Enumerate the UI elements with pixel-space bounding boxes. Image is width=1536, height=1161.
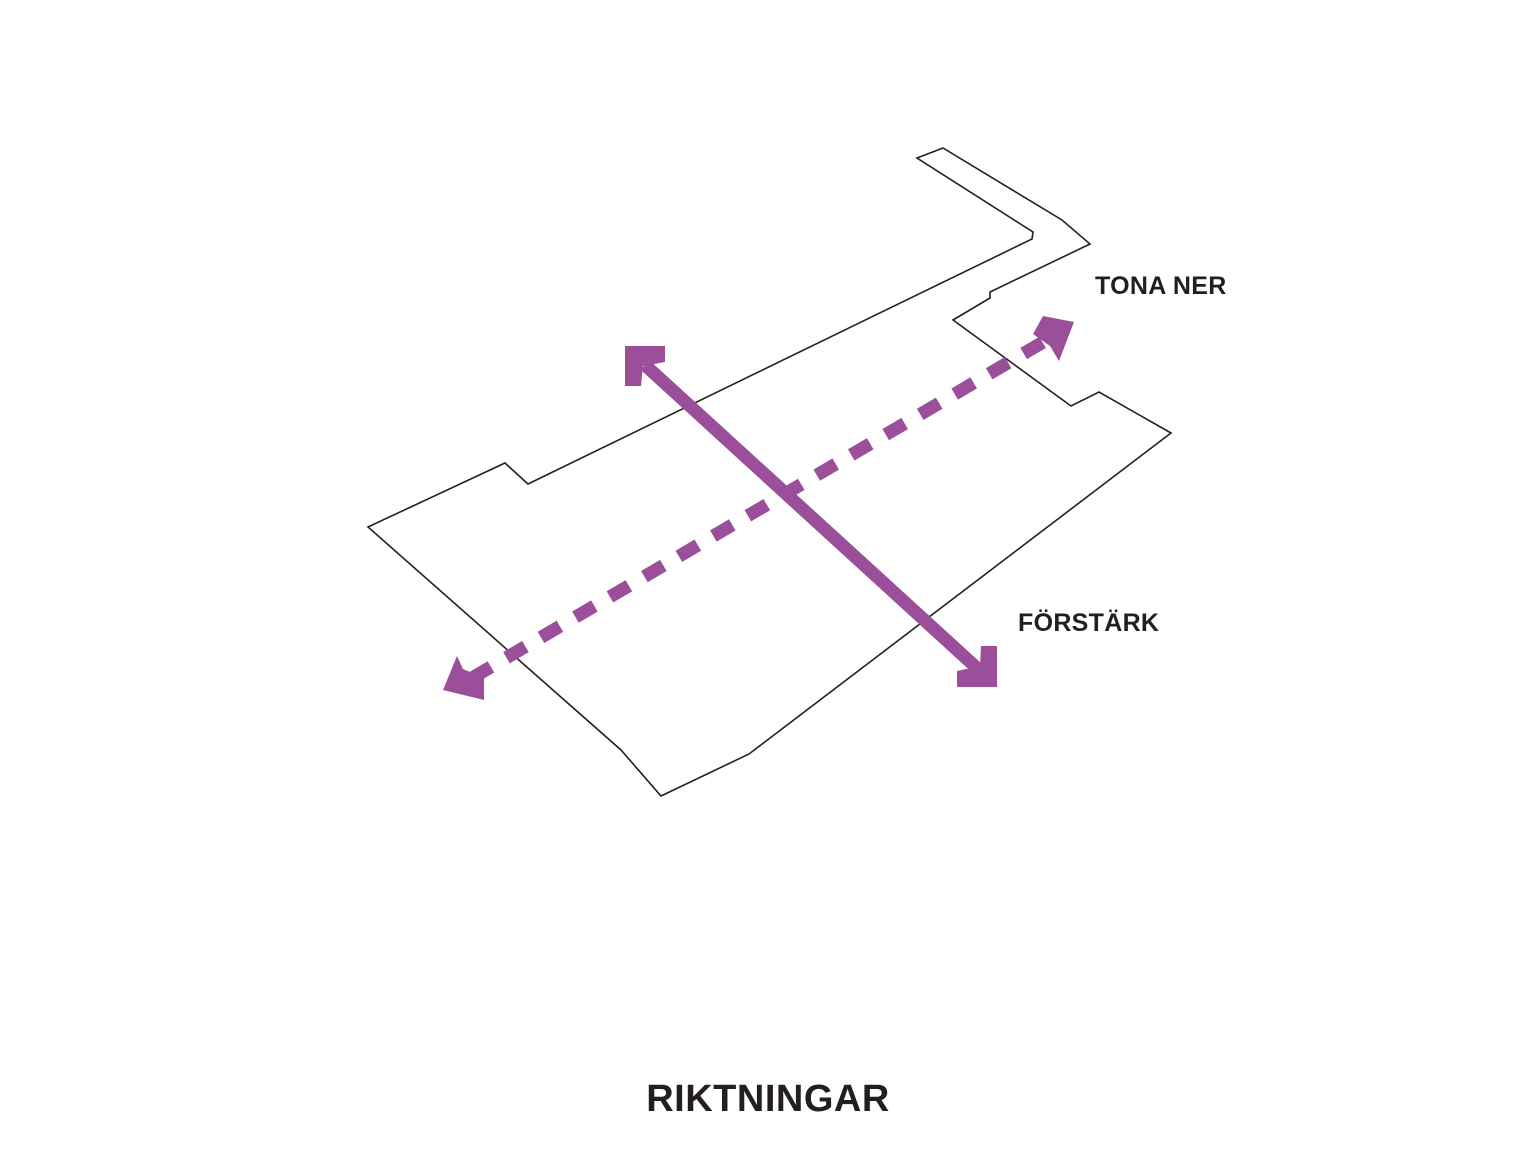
label-tona-ner: TONA NER: [1095, 272, 1227, 300]
label-forstark: FÖRSTÄRK: [1018, 609, 1160, 637]
dashed-arrow-head-left: [443, 656, 484, 700]
dashed-arrow-shaft: [468, 332, 1054, 684]
site-outline: [366, 147, 1173, 797]
diagram-title: RIKTNINGAR: [646, 1078, 890, 1120]
dashed-arrow-head-right: [1033, 316, 1074, 361]
solid-arrow-head-bottom: [957, 646, 997, 687]
solid-arrow-shaft: [640, 360, 984, 675]
solid-arrow-head-top: [625, 346, 665, 386]
